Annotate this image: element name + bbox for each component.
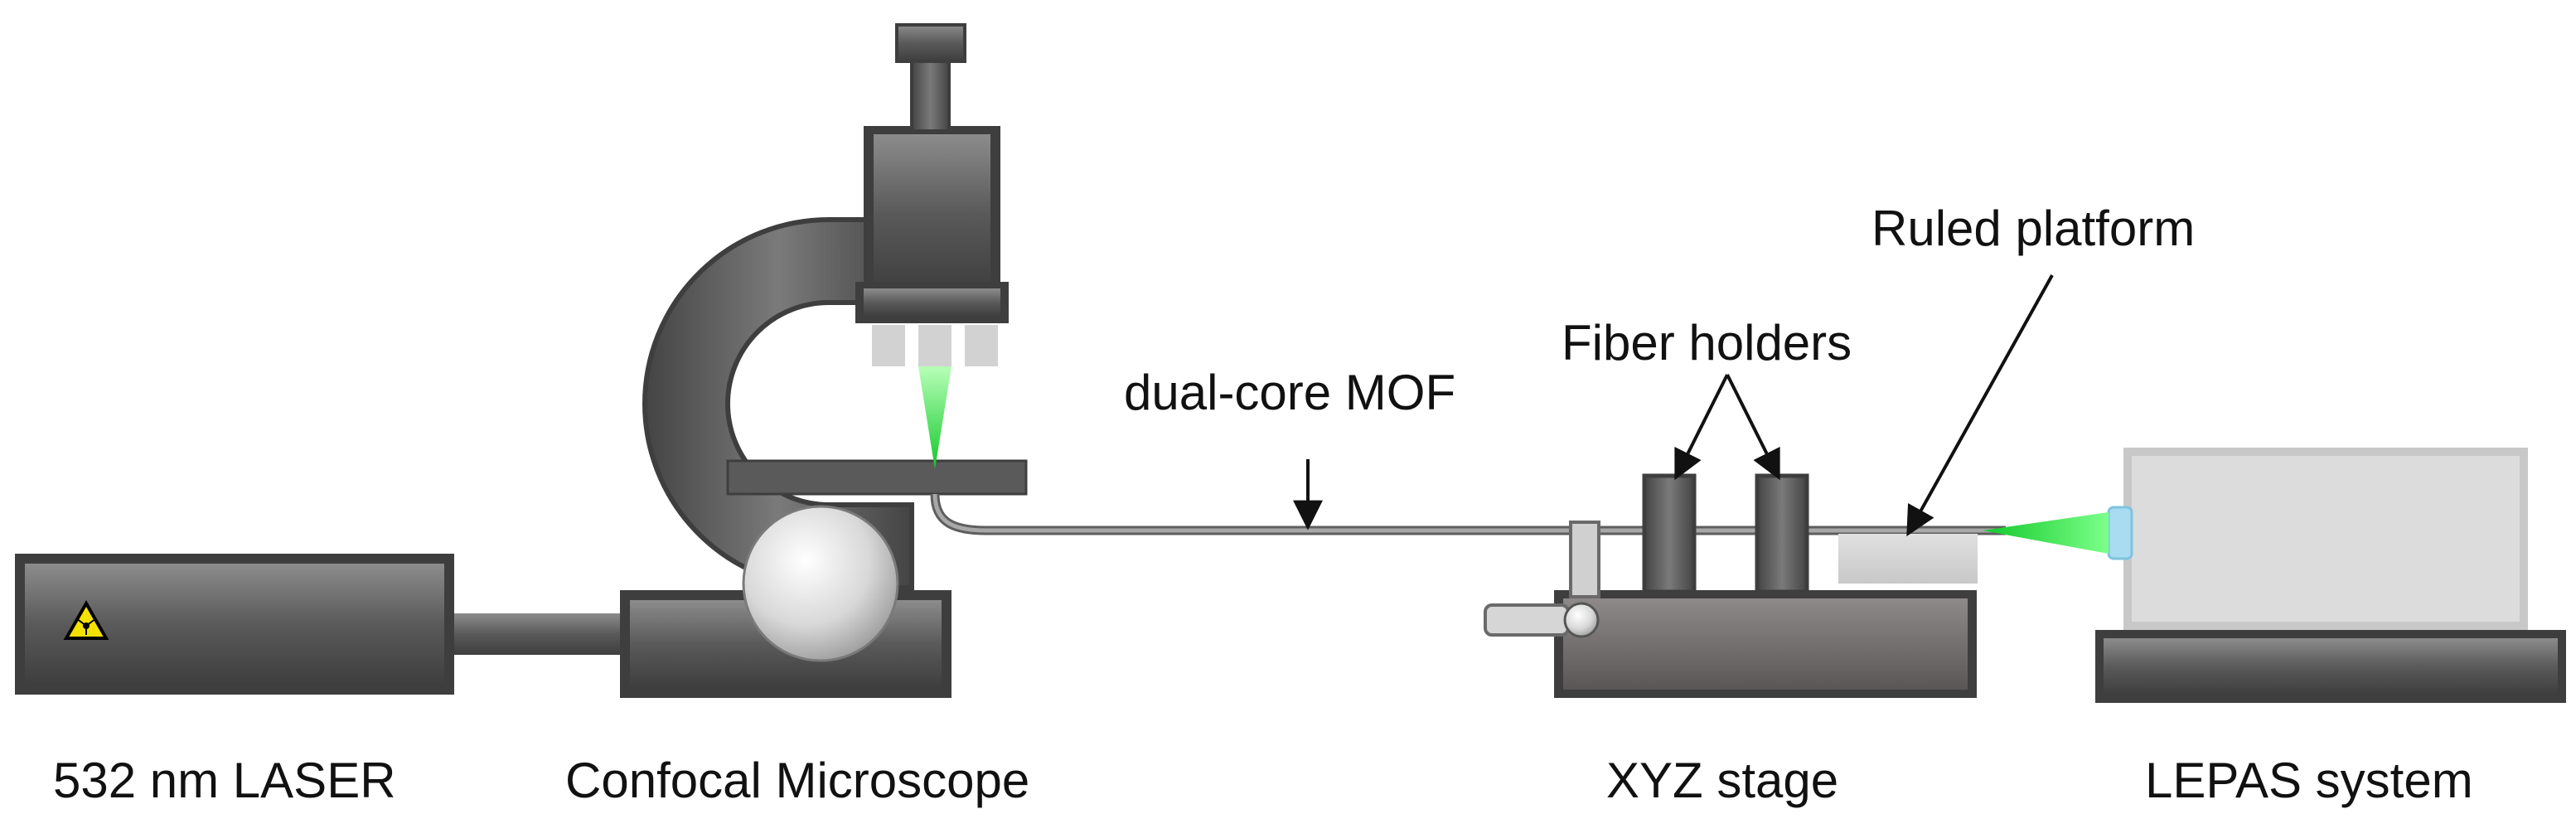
objective-center (918, 325, 951, 366)
holder-left-pointer-arrow (1674, 374, 1729, 481)
fiber-holder-left (1642, 473, 1697, 594)
objective-right (965, 325, 998, 366)
microscope-eyepiece (910, 55, 951, 133)
focus-knob (742, 505, 899, 662)
laser-unit (15, 554, 624, 695)
fiber-holder-right (1755, 473, 1809, 594)
dual-core-mof-fiber (930, 493, 2006, 535)
microscope (620, 23, 1028, 698)
mof-label: dual-core MOF (1124, 365, 1456, 420)
stage-adjust-knob (1563, 602, 1600, 638)
lepas-label: LEPAS system (2145, 753, 2473, 808)
laser-connector-cable (454, 613, 624, 655)
focused-laser-beam (918, 366, 951, 469)
stage-post (1569, 521, 1600, 598)
microscope-stage (726, 459, 1028, 496)
xyz-stage-label: XYZ stage (1606, 753, 1839, 808)
stage-adjust-rod (1484, 603, 1570, 637)
lepas-system (2095, 448, 2566, 703)
platform-pointer-arrow (1906, 274, 2054, 537)
ruled-platform (1838, 534, 1978, 584)
ruled-platform-label: Ruled platform (1871, 201, 2196, 256)
microscope-label: Confocal Microscope (565, 753, 1030, 808)
laser-warning-icon (63, 599, 109, 640)
holder-right-pointer-arrow (1726, 374, 1780, 481)
objective-left (872, 325, 905, 366)
fiber-holders-label: Fiber holders (1562, 315, 1852, 371)
xyz-stage (1484, 473, 1977, 698)
laser-label: 532 nm LASER (53, 753, 396, 808)
lepas-input-lens (2107, 506, 2133, 560)
output-laser-beam (1983, 512, 2109, 554)
